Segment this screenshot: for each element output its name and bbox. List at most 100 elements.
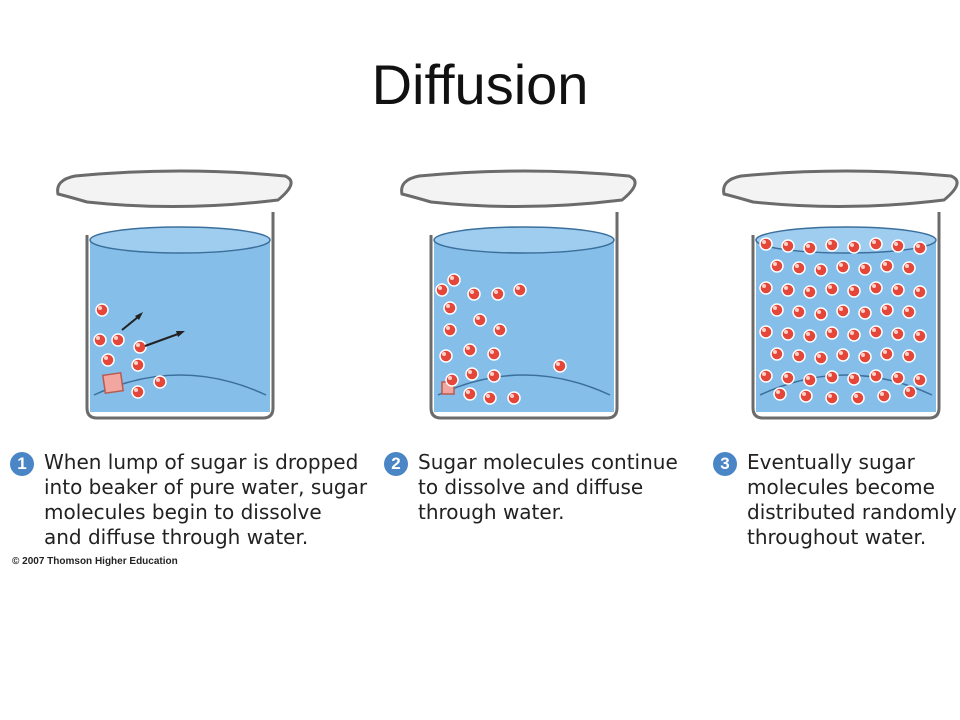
sugar-molecule bbox=[913, 329, 927, 343]
step-number-badge: 1 bbox=[10, 452, 34, 476]
beaker-body bbox=[56, 169, 293, 420]
sugar-molecule bbox=[463, 343, 477, 357]
sugar-molecule bbox=[825, 391, 839, 405]
sugar-molecule bbox=[773, 387, 787, 401]
molecule-highlight bbox=[156, 378, 160, 382]
molecule-highlight bbox=[905, 308, 909, 312]
molecule-highlight bbox=[442, 352, 446, 356]
molecule-highlight bbox=[98, 306, 102, 310]
step-description: Sugar molecules continue to dissolve and… bbox=[418, 450, 678, 524]
sugar-molecule bbox=[902, 349, 916, 363]
sugar-molecule bbox=[891, 327, 905, 341]
molecule-highlight bbox=[839, 351, 843, 355]
sugar-molecule bbox=[869, 325, 883, 339]
molecule-highlight bbox=[880, 392, 884, 396]
molecule-highlight bbox=[470, 290, 474, 294]
molecule-highlight bbox=[806, 244, 810, 248]
molecule-highlight bbox=[762, 284, 766, 288]
sugar-molecule bbox=[507, 391, 521, 405]
sugar-molecule bbox=[851, 391, 865, 405]
molecule-highlight bbox=[476, 316, 480, 320]
sugar-molecule bbox=[443, 301, 457, 315]
molecule-highlight bbox=[894, 286, 898, 290]
sugar-molecule bbox=[770, 303, 784, 317]
sugar-molecule bbox=[869, 237, 883, 251]
sugar-molecule bbox=[836, 304, 850, 318]
sugar-molecule bbox=[439, 349, 453, 363]
sugar-molecule bbox=[465, 367, 479, 381]
beaker-diffusing bbox=[400, 169, 637, 420]
sugar-molecule bbox=[781, 283, 795, 297]
sugar-molecule bbox=[131, 385, 145, 399]
beaker-body bbox=[400, 169, 637, 420]
molecule-highlight bbox=[795, 308, 799, 312]
page-title: Diffusion bbox=[371, 53, 589, 116]
sugar-molecule bbox=[847, 328, 861, 342]
molecule-highlight bbox=[817, 354, 821, 358]
sugar-molecule bbox=[447, 273, 461, 287]
molecule-highlight bbox=[446, 326, 450, 330]
molecule-highlight bbox=[795, 264, 799, 268]
sugar-molecule bbox=[781, 371, 795, 385]
molecule-highlight bbox=[490, 350, 494, 354]
sugar-molecule bbox=[781, 239, 795, 253]
sugar-molecule bbox=[858, 306, 872, 320]
molecule-highlight bbox=[466, 346, 470, 350]
molecule-highlight bbox=[776, 390, 780, 394]
sugar-molecule bbox=[891, 283, 905, 297]
molecule-highlight bbox=[762, 240, 766, 244]
molecule-highlight bbox=[916, 332, 920, 336]
sugar-molecule bbox=[913, 285, 927, 299]
molecule-highlight bbox=[916, 376, 920, 380]
molecule-highlight bbox=[556, 362, 560, 366]
molecule-highlight bbox=[448, 376, 452, 380]
molecule-highlight bbox=[802, 392, 806, 396]
molecule-highlight bbox=[839, 307, 843, 311]
molecule-highlight bbox=[850, 287, 854, 291]
sugar-molecule bbox=[493, 323, 507, 337]
sugar-molecule bbox=[770, 347, 784, 361]
sugar-molecule bbox=[473, 313, 487, 327]
molecule-highlight bbox=[861, 265, 865, 269]
molecule-highlight bbox=[773, 350, 777, 354]
sugar-molecule bbox=[487, 347, 501, 361]
sugar-molecule bbox=[825, 326, 839, 340]
sugar-molecule bbox=[491, 287, 505, 301]
sugar-molecule bbox=[902, 261, 916, 275]
molecules bbox=[759, 237, 927, 405]
sugar-molecule bbox=[836, 348, 850, 362]
sugar-molecule bbox=[792, 349, 806, 363]
molecule-highlight bbox=[762, 328, 766, 332]
sugar-molecule bbox=[880, 347, 894, 361]
molecules bbox=[93, 303, 167, 399]
sugar-molecule bbox=[759, 369, 773, 383]
sugar-molecule bbox=[759, 325, 773, 339]
sugar-molecule bbox=[902, 305, 916, 319]
sugar-molecule bbox=[513, 283, 527, 297]
sugar-molecule bbox=[847, 284, 861, 298]
sugar-molecule bbox=[803, 329, 817, 343]
beaker-equilibrium bbox=[722, 169, 959, 420]
molecule-highlight bbox=[905, 264, 909, 268]
molecule-highlight bbox=[96, 336, 100, 340]
molecule-highlight bbox=[795, 352, 799, 356]
sugar-molecule bbox=[770, 259, 784, 273]
molecule-highlight bbox=[850, 331, 854, 335]
molecule-highlight bbox=[861, 309, 865, 313]
sugar-molecule bbox=[792, 305, 806, 319]
step-description: Eventually sugar molecules become distri… bbox=[747, 450, 957, 549]
sugar-molecule bbox=[803, 285, 817, 299]
sugar-molecule bbox=[463, 387, 477, 401]
molecule-highlight bbox=[883, 262, 887, 266]
sugar-molecule bbox=[792, 261, 806, 275]
molecule-highlight bbox=[510, 394, 514, 398]
molecule-highlight bbox=[806, 376, 810, 380]
step-description: When lump of sugar is dropped into beake… bbox=[44, 450, 368, 549]
molecule-highlight bbox=[883, 350, 887, 354]
molecule-highlight bbox=[828, 394, 832, 398]
sugar-molecule bbox=[111, 333, 125, 347]
molecule-highlight bbox=[854, 394, 858, 398]
molecule-highlight bbox=[494, 290, 498, 294]
molecule-highlight bbox=[450, 276, 454, 280]
molecule-highlight bbox=[916, 288, 920, 292]
